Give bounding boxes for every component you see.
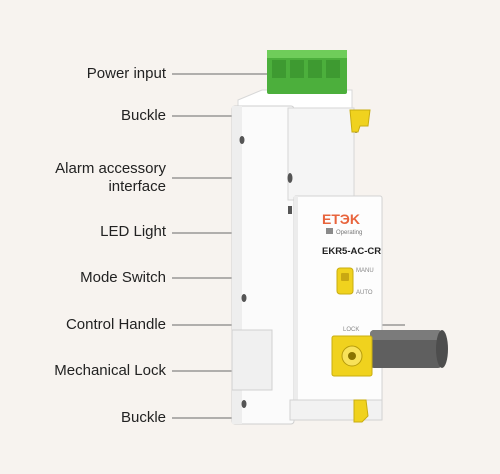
brand-logo: ETЭK <box>322 211 360 227</box>
label-led-light: LED Light <box>100 223 166 240</box>
switch-label-auto: AUTO <box>356 290 373 296</box>
led-indicator <box>326 228 333 234</box>
buckle-bottom-icon <box>353 399 369 423</box>
label-mode-switch: Mode Switch <box>80 269 166 286</box>
label-control-handle: Control Handle <box>65 316 166 333</box>
mode-switch-icon <box>336 267 354 295</box>
switch-label-manual: MANU <box>356 268 374 274</box>
label-buckle-bottom: Buckle <box>120 409 166 426</box>
model-number: EKR5-AC-CR <box>322 246 381 257</box>
alarm-interface-port <box>287 173 293 183</box>
lock-label: LOCK <box>343 327 359 333</box>
label-alarm-accessory-interface: Alarm accessory interface <box>55 160 166 195</box>
control-handle-icon <box>370 330 448 368</box>
label-buckle-top: Buckle <box>120 107 166 124</box>
label-mechanical-lock: Mechanical Lock <box>54 362 166 379</box>
mechanical-lock-icon <box>331 335 373 377</box>
led-label: Operating <box>336 230 362 236</box>
power-terminal-icon <box>267 50 347 94</box>
label-power-input: Power input <box>86 65 166 82</box>
buckle-top-icon <box>349 109 371 133</box>
